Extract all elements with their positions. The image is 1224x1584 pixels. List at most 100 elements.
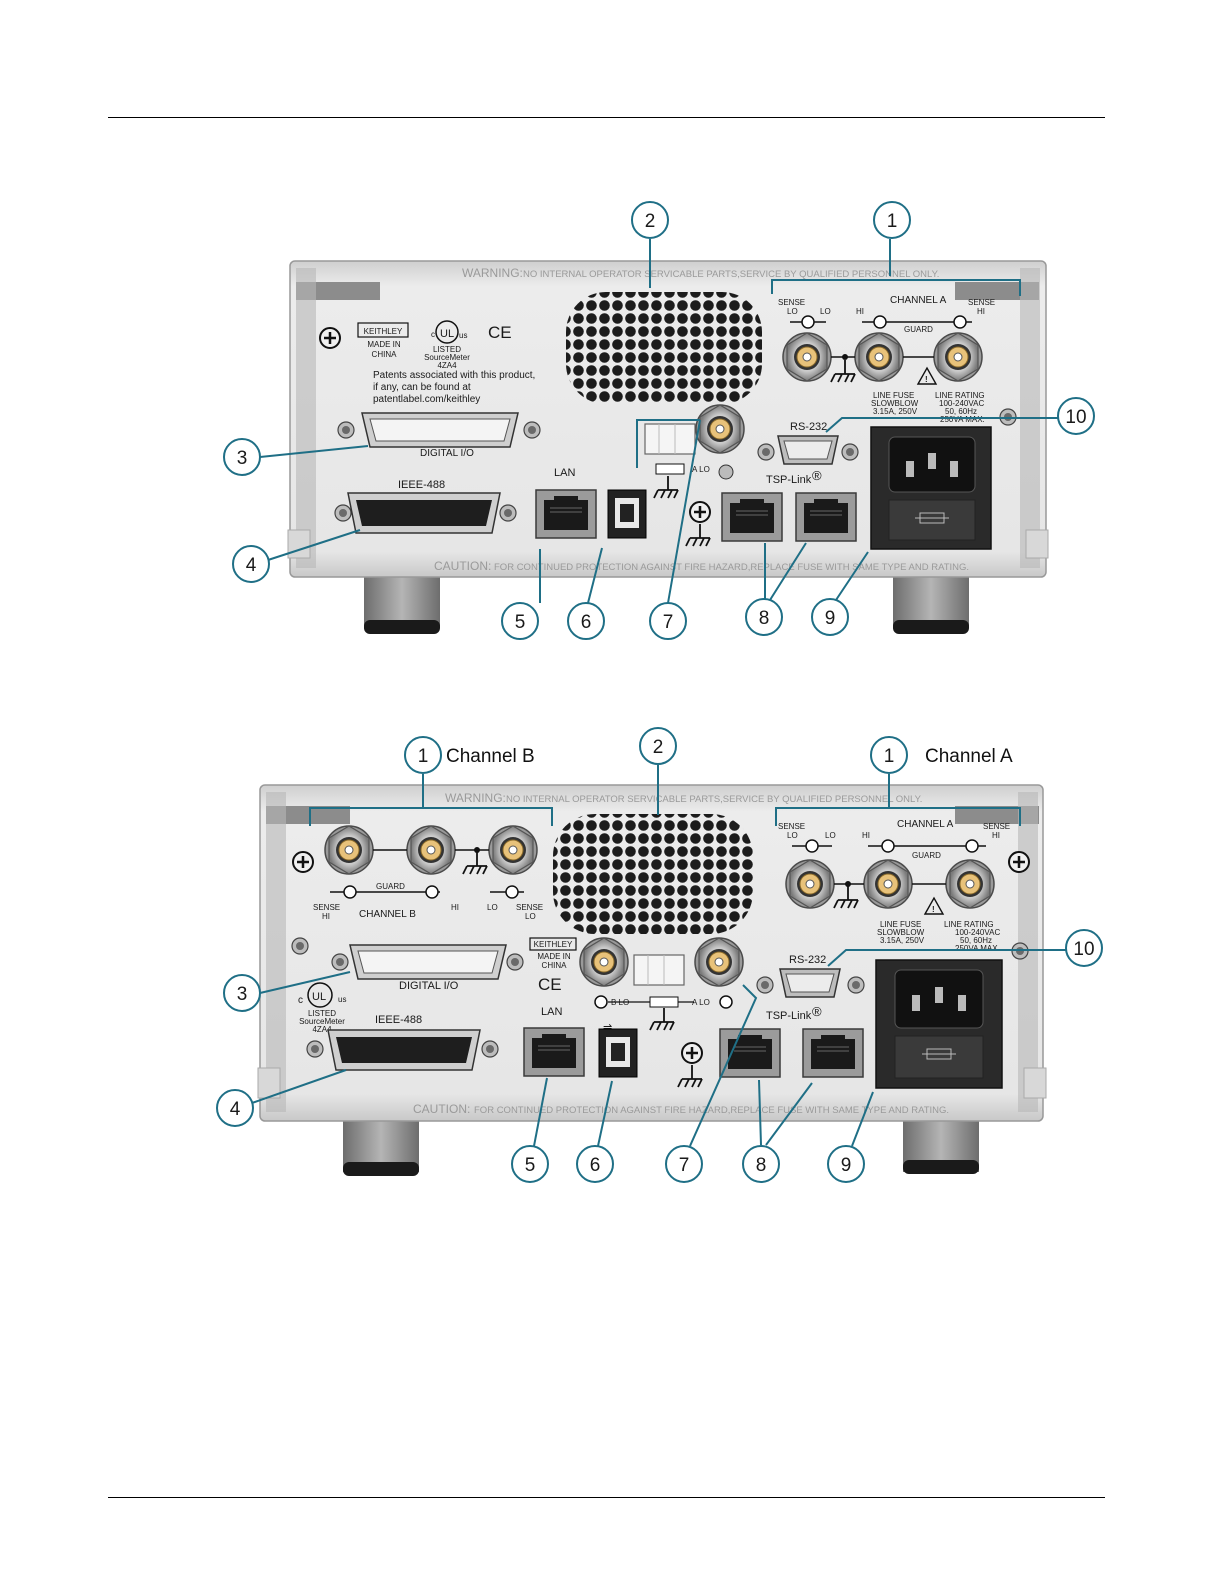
ul-mark-icon [307,982,333,1008]
channel-a-title: Channel A [925,746,1013,767]
usb-port[interactable] [607,489,647,539]
caution-text: FOR CONTINUED PROTECTION AGAINST FIRE HA… [474,1105,949,1116]
brand-text: KEITHLEY [364,327,403,336]
rs232-connector[interactable] [779,968,841,998]
channel-b-hi-bnc[interactable] [406,825,456,875]
ul-text: UL [440,328,454,340]
line-rating-2: 100-240VAC [955,928,1000,937]
channel-b-sense-hi-bnc[interactable] [324,825,374,875]
callout-7: 7 [679,1155,690,1176]
digital-io-label: DIGITAL I/O [420,448,474,459]
callout-9: 9 [825,608,836,629]
caution-prefix: CAUTION: [413,1102,470,1116]
tsp-link-port-2[interactable] [802,1028,864,1078]
patent-line-2: if any, can be found at [373,382,471,393]
sense-hi-label-b-2: HI [322,912,330,921]
caution-triangle-icon [916,366,938,385]
ieee-label: IEEE-488 [375,1014,422,1026]
channel-a-lo-bnc[interactable] [785,859,835,909]
sense-hi-label-a: SENSE [983,822,1010,831]
header-rule [108,117,1105,118]
guard-label-a: GUARD [912,851,941,860]
patent-line-1: Patents associated with this product, [373,370,535,381]
foot-left [364,572,440,628]
lo-label-a: LO [825,831,836,840]
svg-text:!: ! [925,375,928,384]
interlock-bnc-a[interactable] [694,937,744,987]
sense-hi-label-a-2: HI [992,831,1000,840]
ce-mark: CE [538,975,562,994]
caution-prefix: CAUTION: [434,559,491,573]
tsp-link-port-1[interactable] [721,492,783,542]
interlock-bnc[interactable] [695,404,745,454]
channel-a-hi-bnc[interactable] [854,332,904,382]
hi-label-b: HI [451,903,459,912]
lan-port[interactable] [523,1027,585,1077]
made-in-line-2: CHINA [372,350,398,359]
line-rating-4: 250VA MAX. [940,415,985,424]
ieee-488-connector[interactable] [347,492,501,534]
line-rating-3: 50, 60Hz [945,407,977,416]
fuse-drawer[interactable] [888,499,976,541]
patent-line-3: patentlabel.com/keithley [373,394,480,405]
sense-hi-label-2: HI [977,307,985,316]
callout-6: 6 [581,612,592,633]
sense-lo-label: SENSE [778,298,805,307]
channel-b-title: Channel B [446,746,535,767]
tsp-reg-mark: ® [812,468,822,483]
ul-listed: LISTED [433,345,461,354]
guard-label-b: GUARD [376,882,405,891]
callout-7: 7 [663,612,674,633]
ul-text: UL [312,991,326,1003]
figure-2-rear-panel: WARNING: NO INTERNAL OPERATOR SERVICABLE… [216,727,1103,1183]
channel-a-sense-hi-bnc[interactable] [945,859,995,909]
interlock-block [633,954,685,986]
callout-9: 9 [841,1155,852,1176]
ul-us: us [338,995,346,1004]
ieee-488-connector[interactable] [327,1029,481,1071]
channel-b-lo-bnc[interactable] [488,825,538,875]
tsp-link-label: TSP-Link [766,1010,812,1022]
channel-a-label: CHANNEL A [897,819,954,830]
callout-10: 10 [1065,407,1086,428]
guard-label: GUARD [904,325,933,334]
made-in-line-1: MADE IN [367,340,401,349]
digital-io-label: DIGITAL I/O [399,980,459,992]
tsp-link-label: TSP-Link [766,474,812,486]
interlock-bnc-b[interactable] [579,937,629,987]
brand-text: KEITHLEY [534,940,573,949]
fuse-drawer[interactable] [894,1035,984,1079]
callout-3: 3 [237,448,248,469]
callout-2: 2 [653,737,664,758]
channel-a-hi-bnc[interactable] [863,859,913,909]
warning-prefix: WARNING: [462,266,523,280]
hi-label-a: HI [862,831,870,840]
digital-io-connector[interactable] [349,944,507,980]
channel-a-lo-bnc[interactable] [782,332,832,382]
tsp-link-port-1[interactable] [719,1028,781,1078]
sense-lo-label-a: SENSE [778,822,805,831]
tsp-link-port-2[interactable] [795,492,857,542]
callout-8: 8 [759,608,770,629]
callout-10: 10 [1073,939,1094,960]
warning-text: NO INTERNAL OPERATOR SERVICABLE PARTS,SE… [506,794,922,805]
sense-lo-label-b: SENSE [516,903,543,912]
line-fuse-3: 3.15A, 250V [873,407,918,416]
lan-port[interactable] [535,489,597,539]
ul-listed: LISTED [308,1009,336,1018]
made-in-line-2: CHINA [542,961,568,970]
sense-lo-label-a-2: LO [787,831,798,840]
callout-5: 5 [525,1155,536,1176]
usb-port[interactable] [598,1028,638,1078]
callout-5: 5 [515,612,526,633]
chassis-ground-icon [318,326,342,350]
lo-label: LO [820,307,831,316]
line-fuse-2: SLOWBLOW [871,399,919,408]
ul-product: SourceMeter [299,1017,345,1026]
channel-a-sense-hi-bnc[interactable] [933,332,983,382]
channel-a-label: CHANNEL A [890,295,947,306]
keithley-logo [357,322,409,338]
rs232-connector[interactable] [777,435,839,465]
digital-io-connector[interactable] [361,412,519,448]
rs232-label: RS-232 [789,954,826,966]
